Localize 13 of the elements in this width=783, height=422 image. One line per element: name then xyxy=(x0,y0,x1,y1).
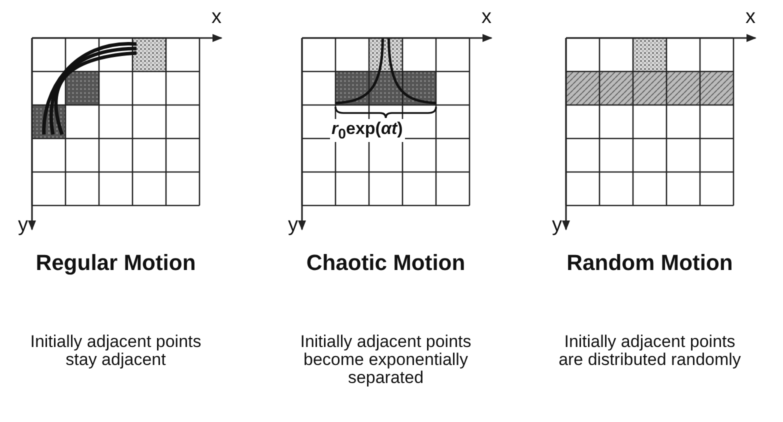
axis-label: x xyxy=(212,6,222,29)
axis-label: y xyxy=(18,214,28,236)
description-text: Initially adjacent points are distributed randomly xyxy=(558,333,742,369)
formula-label: r$_{0}$exp(αt) xyxy=(330,119,405,142)
panel-title: Chaotic Motion xyxy=(305,250,466,276)
panel-title: Random Motion xyxy=(566,250,734,276)
description-text: Initially adjacent points become exponentially separated xyxy=(299,333,472,387)
axis-label: x xyxy=(746,6,756,29)
axis-label: y xyxy=(552,214,562,236)
description-text: Initially adjacent points stay adjacent xyxy=(29,333,202,369)
axis-label: x xyxy=(482,6,492,29)
panel-title: Regular Motion xyxy=(34,250,197,276)
axis-label: y xyxy=(288,214,298,236)
